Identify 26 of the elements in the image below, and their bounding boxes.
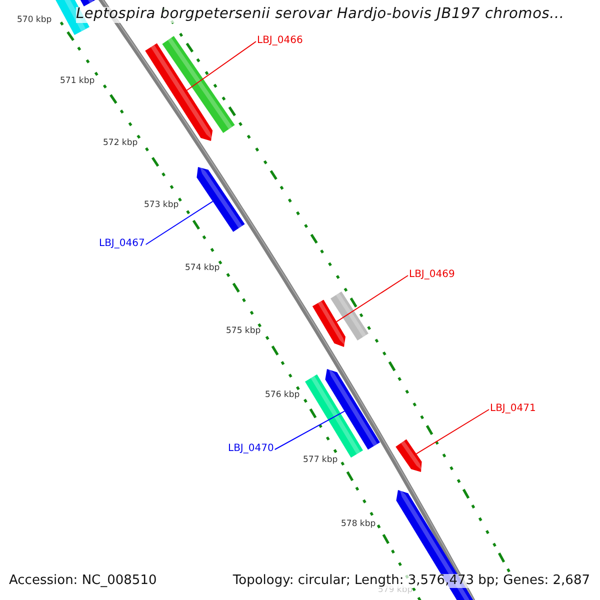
scale-label: 571 kbp [60, 77, 95, 86]
scale-label: 576 kbp [265, 391, 300, 400]
gene-label: LBJ_0470 [228, 443, 274, 454]
leader-line [186, 41, 256, 91]
scale-label: 574 kbp [185, 264, 220, 274]
leader-line [336, 275, 408, 322]
leader-line [274, 410, 346, 450]
gene-feature [312, 300, 346, 347]
scale-label: 572 kbp [103, 139, 138, 148]
scale-label: 577 kbp [303, 456, 338, 466]
scale-label: 578 kbp [341, 520, 376, 530]
leader-line [145, 200, 214, 245]
info-text: Accession: NC_008510 [9, 574, 157, 588]
gene-feature [325, 368, 380, 450]
info-text: Topology: circular; Length: 3,576,473 bp; Genes: 2,687 [232, 574, 590, 588]
gene-feature [396, 439, 422, 472]
scale-label: 575 kbp [226, 327, 261, 336]
gene-feature [196, 166, 245, 232]
scale-label: 570 kbp [17, 16, 52, 26]
leader-line [416, 409, 490, 454]
gene-label: LBJ_0471 [490, 403, 536, 414]
gene-label: LBJ_0467 [99, 238, 145, 249]
gene-label: LBJ_0469 [409, 269, 455, 280]
gene-label: LBJ_0466 [257, 35, 303, 46]
gene-feature [145, 43, 213, 141]
scale-label: 573 kbp [144, 201, 179, 210]
